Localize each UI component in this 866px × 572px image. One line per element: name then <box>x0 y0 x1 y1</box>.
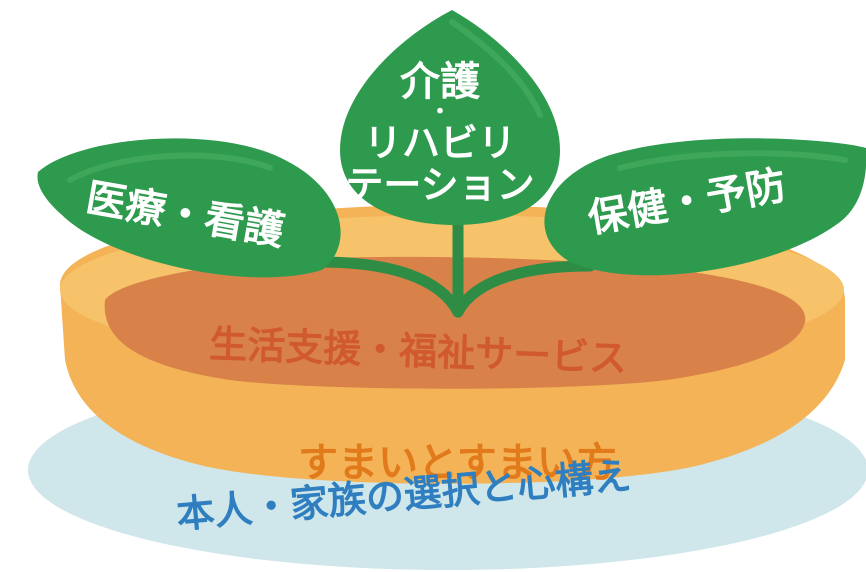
pot-label: すまいとすまい方 <box>298 440 617 486</box>
leaf-center-dot: ・ <box>428 100 451 125</box>
soil <box>104 256 806 389</box>
leaf-left <box>37 138 341 278</box>
leaf-center-highlight <box>449 19 543 118</box>
leaf-right <box>544 138 866 276</box>
leaf-center-line3: テーション <box>345 163 535 207</box>
leaf-left-highlight <box>67 152 273 183</box>
leaf-center-line2: リハビリ <box>363 121 516 165</box>
leaf-right-highlight <box>617 150 848 171</box>
leaf-center-line1: 介護 <box>400 59 480 105</box>
stem-right <box>452 260 596 318</box>
leaf-center-label: 介護 ・ リハビリ テーション <box>340 62 540 204</box>
stem-left <box>314 256 464 318</box>
leaf-center <box>340 10 560 225</box>
